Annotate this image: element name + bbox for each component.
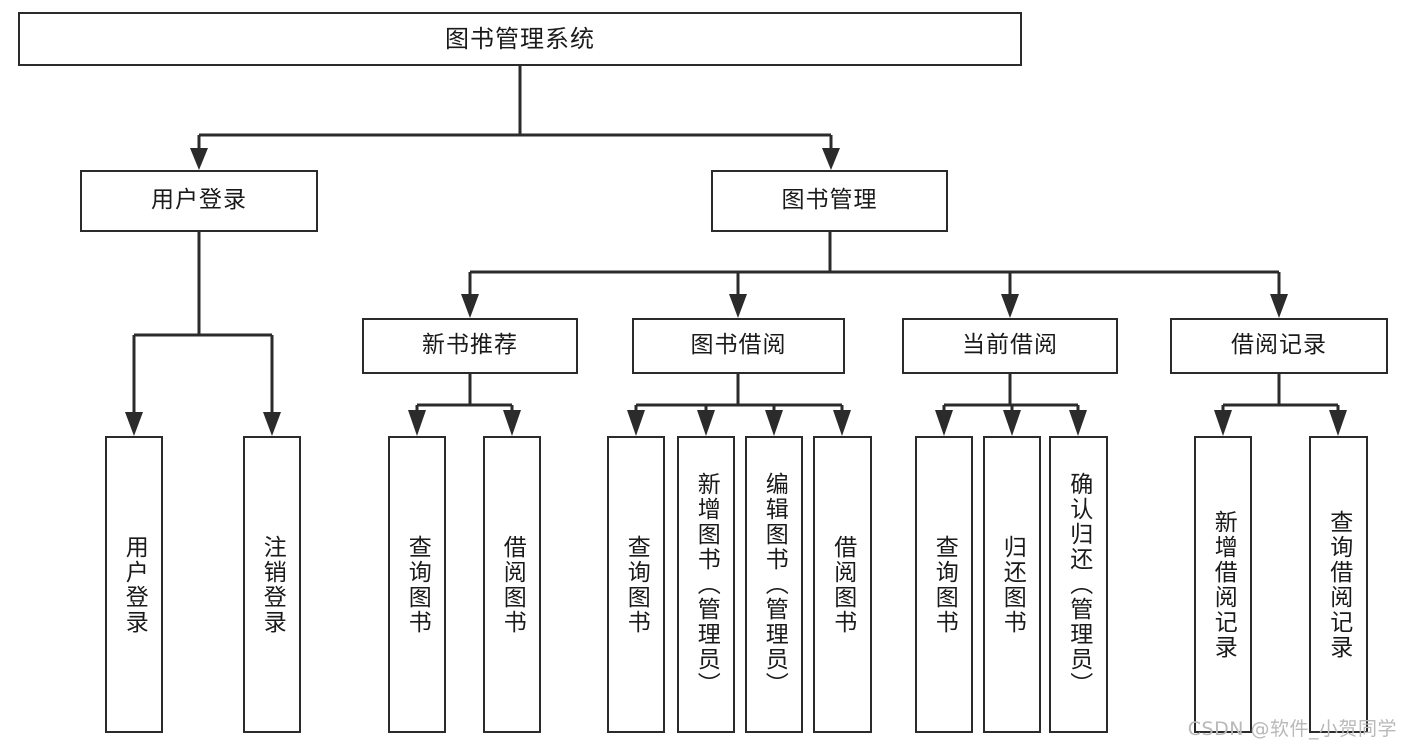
- node-leaf-borrow-book[interactable]: 借阅图书: [813, 436, 872, 733]
- arrow-leaf-edit-book: [765, 410, 783, 436]
- node-leaf-user-login-label: 用户登录: [121, 534, 148, 635]
- node-leaf-query-borrow-record[interactable]: 查询借阅记录: [1309, 436, 1368, 733]
- arrow-leaf-borrow-book: [833, 410, 851, 436]
- node-borrow-record-label: 借阅记录: [1231, 332, 1327, 359]
- watermark: CSDN @软件_小贺同学: [1187, 718, 1397, 740]
- node-leaf-add-book[interactable]: 新增图书（管理员）: [677, 436, 735, 733]
- node-root[interactable]: 图书管理系统: [18, 12, 1022, 66]
- arrow-current-borrow: [1001, 294, 1019, 318]
- node-user-login-label: 用户登录: [151, 187, 247, 214]
- node-leaf-confirm-return[interactable]: 确认归还（管理员）: [1049, 436, 1108, 733]
- node-leaf-add-borrow-record-label: 新增借阅记录: [1210, 509, 1237, 660]
- node-leaf-query-book-rec-label: 查询图书: [404, 534, 431, 635]
- node-leaf-edit-book-label: 编辑图书（管理员）: [761, 472, 788, 697]
- node-leaf-add-book-label: 新增图书（管理员）: [693, 472, 720, 697]
- node-leaf-edit-book[interactable]: 编辑图书（管理员）: [745, 436, 803, 733]
- node-leaf-query-book-rec[interactable]: 查询图书: [388, 436, 446, 733]
- arrow-leaf-logout: [263, 412, 281, 436]
- arrow-leaf-query-book-rec: [408, 410, 426, 436]
- arrow-book-management: [822, 148, 840, 170]
- arrow-borrow-record: [1270, 294, 1288, 318]
- node-leaf-return-book[interactable]: 归还图书: [983, 436, 1041, 733]
- node-leaf-add-borrow-record[interactable]: 新增借阅记录: [1194, 436, 1252, 733]
- arrow-leaf-borrow-book-rec: [503, 410, 521, 436]
- node-leaf-logout-label: 注销登录: [259, 534, 286, 635]
- node-book-borrow-label: 图书借阅: [690, 332, 787, 359]
- node-leaf-query-book-current-label: 查询图书: [931, 534, 958, 635]
- arrow-leaf-confirm-return: [1069, 410, 1087, 436]
- arrow-user-login: [190, 148, 208, 170]
- arrow-leaf-query-book-borrow: [627, 410, 645, 436]
- node-leaf-borrow-book-rec[interactable]: 借阅图书: [483, 436, 541, 733]
- arrow-leaf-query-borrow-record: [1329, 410, 1347, 436]
- arrow-leaf-add-borrow-record: [1214, 410, 1232, 436]
- node-root-label: 图书管理系统: [445, 24, 595, 53]
- node-leaf-user-login[interactable]: 用户登录: [105, 436, 163, 733]
- arrow-leaf-add-book: [697, 410, 715, 436]
- arrow-book-borrow: [729, 294, 747, 318]
- node-leaf-confirm-return-label: 确认归还（管理员）: [1065, 472, 1092, 697]
- node-current-borrow-label: 当前借阅: [962, 332, 1058, 359]
- node-leaf-borrow-book-label: 借阅图书: [829, 534, 856, 635]
- node-borrow-record[interactable]: 借阅记录: [1170, 318, 1388, 374]
- node-leaf-query-borrow-record-label: 查询借阅记录: [1325, 509, 1352, 660]
- node-leaf-query-book-borrow-label: 查询图书: [623, 534, 650, 635]
- node-book-management-label: 图书管理: [781, 187, 878, 214]
- arrow-leaf-query-book-current: [935, 410, 953, 436]
- node-book-borrow[interactable]: 图书借阅: [632, 318, 845, 374]
- node-current-borrow[interactable]: 当前借阅: [902, 318, 1118, 374]
- node-book-management[interactable]: 图书管理: [711, 170, 948, 232]
- node-leaf-logout[interactable]: 注销登录: [243, 436, 301, 733]
- node-leaf-borrow-book-rec-label: 借阅图书: [499, 534, 526, 635]
- arrow-leaf-return-book: [1003, 410, 1021, 436]
- arrow-new-book-recommend: [461, 294, 479, 318]
- arrow-leaf-user-login: [125, 412, 143, 436]
- node-user-login[interactable]: 用户登录: [80, 170, 318, 232]
- node-leaf-query-book-borrow[interactable]: 查询图书: [607, 436, 665, 733]
- node-leaf-return-book-label: 归还图书: [999, 534, 1026, 635]
- node-new-book-recommend[interactable]: 新书推荐: [362, 318, 578, 374]
- node-new-book-recommend-label: 新书推荐: [422, 332, 518, 359]
- node-leaf-query-book-current[interactable]: 查询图书: [915, 436, 973, 733]
